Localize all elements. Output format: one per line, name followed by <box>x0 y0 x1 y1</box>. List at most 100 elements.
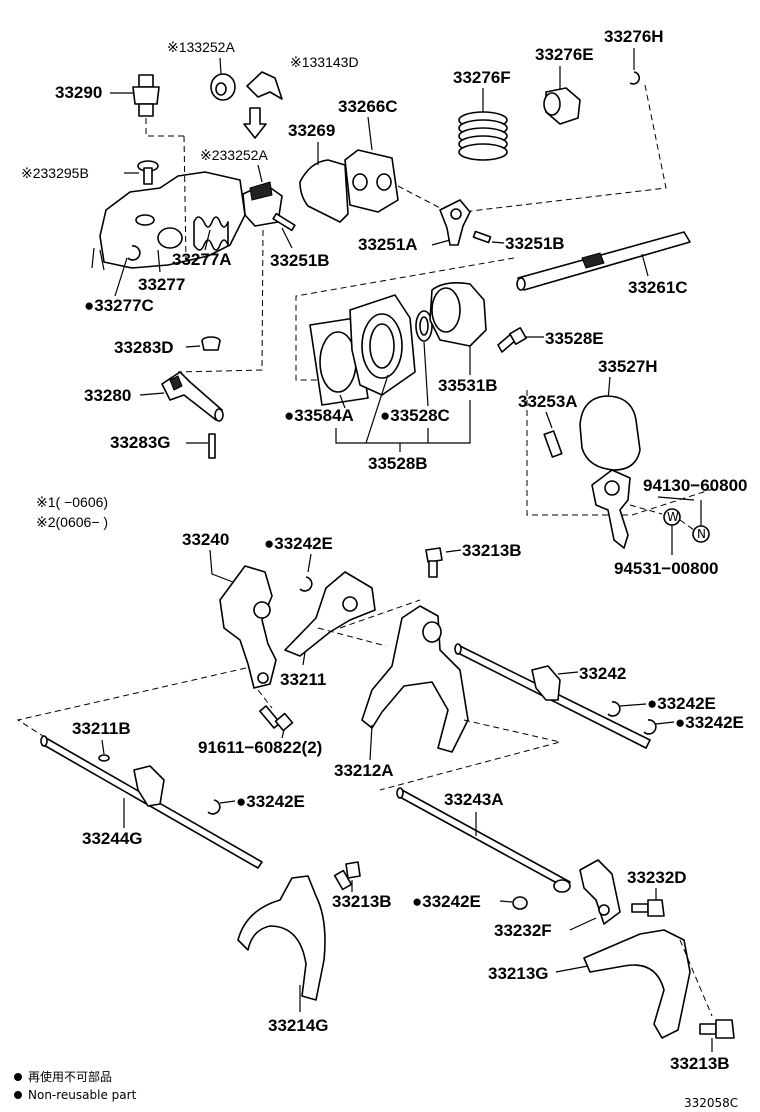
leader-33277A <box>204 229 211 251</box>
label-33252A-1: ※133252A <box>167 39 235 55</box>
label-33242E-b: ●33242E <box>647 694 716 713</box>
part-33290-switch <box>132 74 160 117</box>
bracket-33528B <box>335 400 471 452</box>
dashed-guide-33212A <box>339 599 561 791</box>
leader-33240 <box>209 549 239 585</box>
part-33214G-fork <box>237 875 326 1001</box>
label-33213B-b: 33213B <box>332 892 392 911</box>
label-33242E-d: ●33242E <box>236 792 305 811</box>
label-33251B-a: 33251B <box>270 251 330 270</box>
label-33242E-a: ●33242E <box>264 534 333 553</box>
leader-33251B-a <box>281 227 293 249</box>
part-33251A-lever <box>439 199 471 246</box>
label-33528E: 33528E <box>545 329 604 348</box>
label-33269: 33269 <box>288 121 335 140</box>
nut-n-mark: N <box>697 527 706 541</box>
legend-line-2: Non-reusable part <box>28 1088 137 1102</box>
note-2: ※2(0606− ) <box>36 514 108 530</box>
label-33242E-c: ●33242E <box>675 713 744 732</box>
part-33261C-shaft <box>516 231 691 291</box>
leader-33232F <box>569 917 597 931</box>
label-33211: 33211 <box>280 670 326 689</box>
part-33277A-spring <box>193 216 229 251</box>
label-33283D: 33283D <box>114 338 174 357</box>
label-33290: 33290 <box>55 83 102 102</box>
part-33280-shaft <box>161 371 224 422</box>
part-33251B-pin-b <box>472 230 492 244</box>
label-33243A: 33243A <box>444 790 504 809</box>
label-33211B: 33211B <box>72 719 131 738</box>
part-33276H-ring <box>629 71 640 85</box>
leader-33211 <box>302 651 306 666</box>
leader-91611 <box>281 729 285 739</box>
part-33242-shaft <box>454 643 651 749</box>
label-33276H: 33276H <box>604 27 664 46</box>
label-33266C: 33266C <box>338 97 398 116</box>
part-33283G-pin <box>208 433 216 459</box>
part-33242E-c-ring <box>643 719 657 735</box>
part-33213B-b-bolt <box>333 861 361 891</box>
part-33244G-shaft <box>40 735 263 869</box>
label-33531B: 33531B <box>438 376 498 395</box>
leader-33280 <box>139 392 165 396</box>
housing-hole <box>135 214 155 226</box>
label-33528B: 33528B <box>368 454 428 473</box>
part-33277C-ring <box>127 245 141 261</box>
label-33280: 33280 <box>84 386 131 405</box>
part-33251B-pin-a <box>272 212 296 232</box>
dashed-guide-left <box>183 135 187 261</box>
note-1: ※1( −0606) <box>36 494 108 510</box>
part-33213B-c-bolt <box>699 1019 735 1039</box>
part-33276E-bushing <box>543 87 581 125</box>
legend-line-1: 再使用不可部品 <box>28 1069 112 1084</box>
label-33276F: 33276F <box>453 68 511 87</box>
leader-33253A <box>545 411 553 429</box>
dashed-box-lever <box>526 390 717 516</box>
label-33242E-e: ●33242E <box>412 892 481 911</box>
label-33276E: 33276E <box>535 45 594 64</box>
leader-33213G <box>555 965 589 973</box>
label-33143D: ※133143D <box>290 54 359 70</box>
label-33528C: ●33528C <box>380 406 450 425</box>
label-33277: 33277 <box>138 275 185 294</box>
part-33252A-1-collar <box>210 73 236 101</box>
label-33212A: 33212A <box>334 761 394 780</box>
part-33213G-fork <box>583 929 691 1039</box>
label-33277A: 33277A <box>172 250 232 269</box>
leader-33242 <box>557 671 579 675</box>
label-33240: 33240 <box>182 530 229 549</box>
legend-bullet-1 <box>14 1073 22 1081</box>
dashed-guide-33213B-c <box>679 939 713 1017</box>
leader-33584A <box>339 394 346 409</box>
label-94531: 94531−00800 <box>614 559 718 578</box>
part-91611-bolt <box>259 705 294 732</box>
dashed-guide-plate <box>295 257 515 381</box>
dashed-guide-top-right <box>453 84 667 214</box>
leader-33242E-e <box>499 900 513 903</box>
label-33261C: 33261C <box>628 278 688 297</box>
part-33528B-housing <box>349 294 416 396</box>
label-33244G: 33244G <box>82 829 143 848</box>
label-91611: 91611−60822(2) <box>198 738 322 757</box>
part-33211-lever <box>284 571 376 657</box>
part-33213B-a-bolt <box>425 547 443 578</box>
washer-w-mark: W <box>667 510 679 524</box>
part-housing <box>99 171 246 269</box>
part-33232F-bracket <box>579 859 621 925</box>
dashed-guide-bracket <box>397 185 445 211</box>
housing-edge <box>91 247 105 271</box>
leader-33277 <box>157 249 161 273</box>
diagram-id: 332058C <box>684 1096 738 1110</box>
dashed-guide-switch <box>145 118 184 137</box>
part-33242E-d-ring <box>207 799 221 815</box>
part-33266C-bracket <box>344 149 399 213</box>
leader-33261C <box>641 253 649 277</box>
part-33295B-bolt <box>137 160 159 185</box>
leader-33242E-b <box>619 703 647 707</box>
label-33232D: 33232D <box>627 868 687 887</box>
part-33276F-spring <box>458 111 508 161</box>
leader-33266C <box>367 116 373 151</box>
dashed-guide-33244G <box>16 667 247 739</box>
part-33242E-b-ring <box>607 701 621 717</box>
